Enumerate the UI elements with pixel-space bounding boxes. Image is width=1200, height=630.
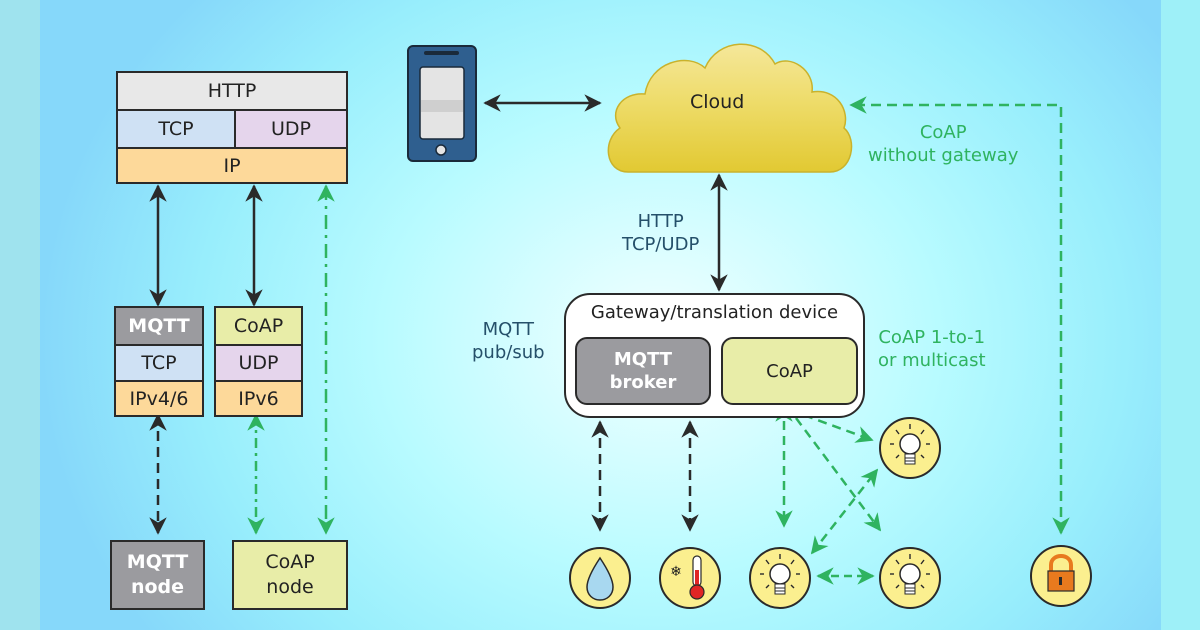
- coap-direct-link: [849, 96, 1070, 535]
- mqtt-broker-line1: MQTT: [613, 349, 673, 370]
- right-border-strip: [1161, 0, 1200, 630]
- cloud-label: Cloud: [690, 91, 745, 113]
- coap-multicast-label-line1: CoAP 1-to-1: [878, 327, 986, 348]
- coap-udp-layer: UDP: [216, 344, 301, 380]
- cloud-link-label: HTTP TCP/UDP: [622, 210, 699, 256]
- http-layer: HTTP: [118, 73, 346, 109]
- temperature-sensor-icon: ❄: [659, 547, 721, 609]
- mqtt-stack: MQTT TCP IPv4/6: [114, 306, 204, 417]
- internet-protocol-stack: HTTP TCP UDP IP: [116, 71, 348, 184]
- lock-icon: [1030, 545, 1092, 607]
- mqtt-tcp-layer: TCP: [116, 344, 202, 380]
- coap-node-line1: CoAP: [265, 551, 315, 573]
- tcp-layer: TCP: [118, 109, 234, 147]
- coap-node-line2: node: [266, 576, 314, 598]
- light-bulb-icon: [749, 547, 811, 609]
- mqtt-pubsub-label-line1: MQTT: [482, 319, 534, 340]
- bulb1-bulb-top-link: [810, 468, 879, 555]
- mqtt-layer: MQTT: [116, 308, 202, 344]
- mqtt-broker-line2: broker: [609, 372, 677, 393]
- coap-node: CoAP node: [232, 540, 348, 610]
- mqtt-pubsub-label: MQTT pub/sub: [472, 318, 545, 364]
- mqtt-node-line1: MQTT: [126, 551, 189, 573]
- coap-ip-layer: IPv6: [216, 380, 301, 415]
- left-border-strip: [0, 0, 40, 630]
- mqtt-ip-layer: IPv4/6: [116, 380, 202, 415]
- gateway-title: Gateway/translation device: [590, 302, 839, 323]
- cloud-link-label-line2: TCP/UDP: [622, 234, 700, 255]
- light-bulb-icon: [879, 417, 941, 479]
- svg-text:❄: ❄: [670, 564, 682, 580]
- mqtt-node: MQTT node: [110, 540, 205, 610]
- water-sensor-icon: [569, 547, 631, 609]
- cloud-link-label-line1: HTTP: [637, 211, 684, 232]
- coap-direct-label: CoAP without gateway: [868, 121, 1018, 167]
- coap-stack: CoAP UDP IPv6: [214, 306, 303, 417]
- mqtt-node-line2: node: [130, 576, 185, 598]
- coap-multicast-label: CoAP 1-to-1 or multicast: [878, 326, 986, 372]
- coap-direct-label-line1: CoAP: [919, 122, 967, 143]
- coap-bulb-bottom-right-link: [795, 417, 882, 532]
- gateway-coap: CoAP: [721, 337, 858, 405]
- ip-layer: IP: [118, 147, 346, 182]
- coap-layer: CoAP: [216, 308, 301, 344]
- mqtt-pubsub-label-line2: pub/sub: [472, 342, 545, 363]
- udp-layer: UDP: [234, 109, 346, 147]
- coap-direct-label-line2: without gateway: [868, 145, 1019, 166]
- light-bulb-icon: [879, 547, 941, 609]
- coap-multicast-label-line2: or multicast: [878, 350, 986, 371]
